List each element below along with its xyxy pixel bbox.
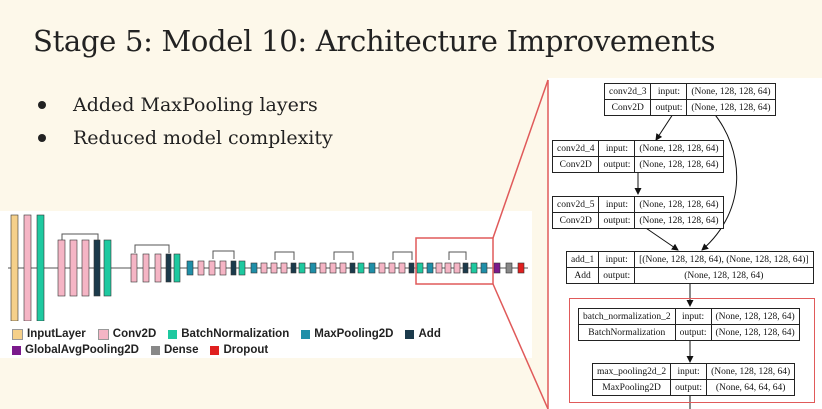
legend-swatch — [12, 328, 23, 340]
layer-block-add — [165, 253, 172, 283]
bullet-dot-icon — [38, 100, 46, 109]
layer-block-add — [349, 262, 356, 274]
layer-block-maxpooling2d — [250, 262, 258, 274]
skip-connection-line — [274, 251, 295, 260]
layer-block-maxpooling2d — [480, 262, 488, 274]
layer-block-batchnormalization — [470, 262, 478, 274]
highlight-box — [569, 298, 815, 403]
skip-connection-line — [448, 251, 467, 260]
layer-block-conv2d — [378, 262, 386, 274]
legend-swatch — [97, 328, 109, 340]
skip-connection-line — [134, 244, 170, 253]
layer-block-maxpooling2d — [426, 262, 434, 274]
legend-item-maxpooling2d: MaxPooling2D — [301, 328, 393, 340]
bullet-list: Added MaxPooling layers Reduced model co… — [38, 88, 333, 154]
legend-swatch — [210, 345, 220, 355]
zoom-line-top — [492, 79, 549, 239]
layer-block-conv2d — [453, 262, 461, 274]
skip-connection-line — [61, 233, 99, 242]
layer-block-conv2d — [270, 262, 278, 274]
zoom-region-box — [415, 237, 494, 285]
skip-connection-line — [212, 250, 235, 259]
layer-block-dropout — [517, 262, 525, 274]
bullet-item: Added MaxPooling layers — [38, 88, 333, 121]
legend-row: InputLayer Conv2D BatchNormalization Max… — [12, 326, 532, 342]
skip-connection-line — [392, 251, 413, 260]
layer-block-maxpooling2d — [186, 260, 194, 276]
layer-block-maxpooling2d — [309, 262, 317, 274]
layer-block-conv2d — [130, 253, 138, 283]
layer-block-batchnormalization — [298, 262, 306, 274]
layer-block-conv2d — [260, 262, 268, 274]
legend-item-dropout: Dropout — [210, 344, 268, 356]
layer-block-conv2d — [197, 260, 205, 276]
layer-block-conv2d — [435, 262, 443, 274]
layer-block-conv2d — [219, 260, 227, 276]
layer-block-conv2d — [57, 239, 66, 297]
bullet-dot-icon — [38, 133, 46, 142]
legend-item-add: Add — [405, 328, 441, 340]
detail-graph-panel — [548, 78, 822, 409]
layer-block-add — [290, 262, 297, 274]
layer-block-add — [93, 239, 101, 297]
zoom-line-bottom — [492, 283, 549, 409]
layer-block-batchnormalization — [103, 239, 112, 297]
layer-block-conv2d — [280, 262, 288, 274]
layer-block-conv2d — [339, 262, 347, 274]
bullet-item: Reduced model complexity — [38, 121, 333, 154]
layer-block-conv2d — [329, 262, 337, 274]
legend-swatch — [150, 345, 160, 355]
layer-block-conv2d — [69, 239, 78, 297]
layer-block-dense — [505, 262, 513, 274]
legend-item-inputlayer: InputLayer — [12, 328, 86, 340]
layer-block-conv2d — [319, 262, 327, 274]
layer-block-batchnormalization — [357, 262, 365, 274]
layer-block-batchnormalization — [238, 260, 246, 276]
legend-swatch — [301, 329, 311, 339]
layer-block-maxpooling2d — [368, 262, 376, 274]
legend-swatch — [168, 329, 178, 339]
layer-block-batchnormalization — [173, 253, 181, 283]
legend-item-conv2d: Conv2D — [97, 328, 156, 340]
layer-block-add — [462, 262, 469, 274]
skip-connection-arrow — [701, 110, 738, 251]
layer-block-batchnormalization — [416, 262, 424, 274]
layer-block-conv2d — [154, 253, 162, 283]
layer-block-conv2d — [81, 239, 90, 297]
layer-block-conv2d — [444, 262, 452, 274]
skip-connection-line — [333, 251, 354, 260]
layer-block-add — [408, 262, 415, 274]
legend-item-dense: Dense — [150, 344, 198, 356]
layer-legend: InputLayer Conv2D BatchNormalization Max… — [12, 326, 532, 358]
layer-block-globalavgpooling2d — [493, 262, 501, 274]
legend-swatch — [12, 345, 21, 355]
layer-block-conv2d — [398, 262, 406, 274]
layer-block-add — [230, 260, 237, 276]
legend-item-batchnormalization: BatchNormalization — [168, 328, 289, 340]
legend-swatch — [405, 329, 415, 339]
bullet-text: Reduced model complexity — [73, 126, 333, 149]
layer-block-conv2d — [388, 262, 396, 274]
layer-block-conv2d — [208, 260, 216, 276]
bullet-text: Added MaxPooling layers — [73, 93, 318, 116]
legend-row: GlobalAvgPooling2D Dense Dropout — [12, 342, 532, 358]
slide-title: Stage 5: Model 10: Architecture Improvem… — [33, 24, 716, 58]
layer-block-conv2d — [142, 253, 150, 283]
legend-item-globalavgpooling2d: GlobalAvgPooling2D — [12, 344, 139, 356]
